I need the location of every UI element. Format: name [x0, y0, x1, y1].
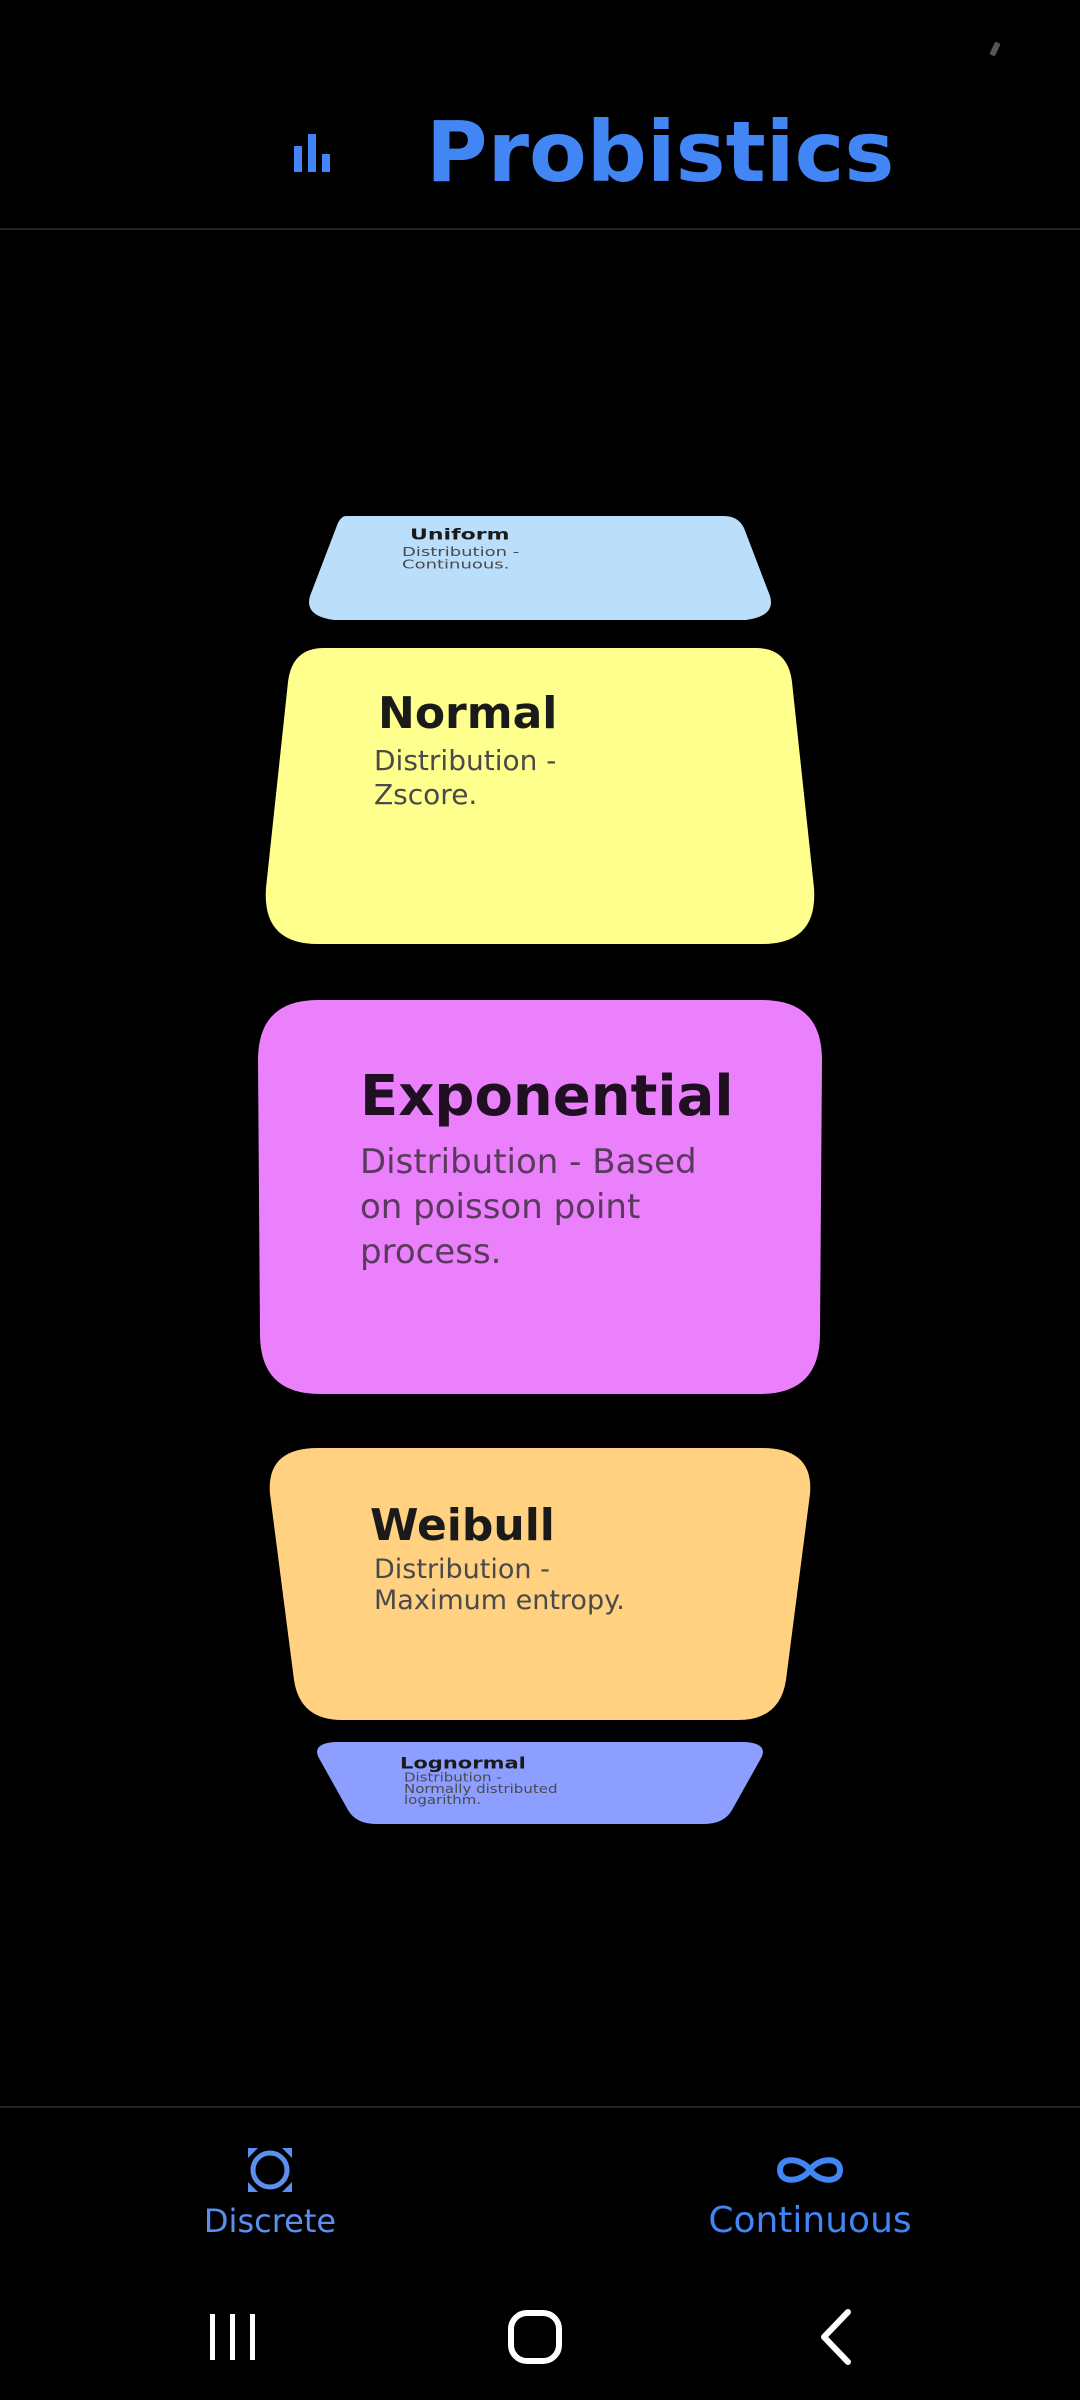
nav-label: Discrete [203, 2202, 337, 2240]
card-description: Distribution - Normally distributed loga… [404, 1770, 558, 1808]
infinity-icon [776, 2157, 844, 2183]
back-icon[interactable] [802, 2302, 872, 2372]
card-shape [309, 516, 771, 620]
bar-chart-icon [294, 134, 330, 172]
app-title: Probistics [426, 103, 895, 201]
status-indicator [989, 41, 1001, 57]
card-exponential[interactable]: Exponential Distribution - Based on pois… [258, 1000, 822, 1394]
card-title: Normal [378, 688, 558, 739]
card-title: Lognormal [400, 1754, 526, 1772]
nav-item-discrete[interactable]: Discrete [0, 2108, 540, 2278]
card-title: Uniform [410, 526, 510, 544]
card-description: Distribution - Continuous. [402, 544, 520, 572]
card-shape [265, 648, 815, 944]
card-normal[interactable]: Normal Distribution - Zscore. [264, 648, 816, 944]
system-navigation-bar [0, 2276, 1080, 2400]
card-description: Distribution - Based on poisson point pr… [360, 1142, 697, 1272]
home-icon[interactable] [500, 2302, 570, 2372]
recents-icon[interactable] [198, 2302, 268, 2372]
bottom-navigation: Discrete Continuous [0, 2106, 1080, 2278]
card-title: Weibull [370, 1500, 555, 1551]
nav-label: Continuous [708, 2200, 912, 2241]
card-shape [269, 1448, 811, 1720]
card-description: Distribution - Zscore. [374, 744, 557, 811]
card-title: Exponential [360, 1064, 734, 1129]
discrete-icon [248, 2148, 292, 2192]
card-uniform[interactable]: Uniform Distribution - Continuous. [306, 516, 774, 620]
card-description: Distribution - Maximum entropy. [374, 1554, 625, 1616]
card-weibull[interactable]: Weibull Distribution - Maximum entropy. [268, 1448, 812, 1720]
card-lognormal[interactable]: Lognormal Distribution - Normally distri… [314, 1742, 766, 1824]
nav-item-continuous[interactable]: Continuous [540, 2108, 1080, 2278]
card-shape [317, 1742, 763, 1824]
app-bar: Probistics [0, 80, 1080, 230]
card-shape [258, 1000, 822, 1394]
